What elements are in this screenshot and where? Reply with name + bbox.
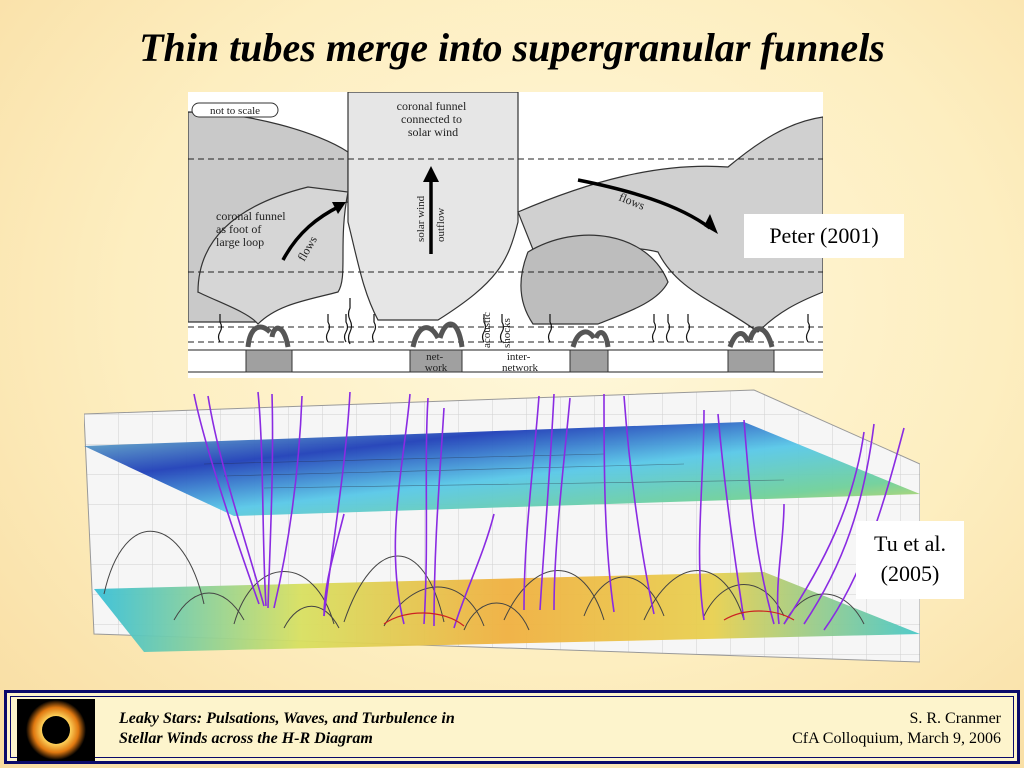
svg-text:inter- network: inter- network: [502, 351, 539, 374]
talk-title: Leaky Stars: Pulsations, Waves, and Turb…: [119, 709, 599, 749]
funnel-shapes: [188, 92, 823, 333]
coronal-funnel-top-line1: coronal funnel: [397, 99, 467, 113]
talk-title-line2: Stellar Winds across the H-R Diagram: [119, 730, 373, 747]
slide-footer: Leaky Stars: Pulsations, Waves, and Turb…: [4, 690, 1020, 764]
acoustic-label: acoustic: [481, 312, 493, 348]
svg-text:coronal funnel as foot o: coronal funnel as foot of large loop: [216, 209, 289, 249]
internetwork-line2: network: [502, 362, 539, 374]
left-foot-funnel: [197, 186, 349, 325]
field-lines: [193, 391, 905, 631]
funnel-diagram: not to scale coronal funnel connected to…: [188, 92, 823, 378]
coronal-funnel-top-line3: solar wind: [408, 125, 458, 139]
tu-simulation-image: [84, 384, 920, 664]
coronal-funnel-top-line2: connected to: [401, 112, 462, 126]
eclipse-icon: [17, 699, 95, 761]
slide-title: Thin tubes merge into supergranular funn…: [139, 25, 885, 70]
footer-inner-border: Leaky Stars: Pulsations, Waves, and Turb…: [10, 696, 1014, 761]
svg-text:net- work: net- work: [425, 351, 448, 374]
tu-label-line2: (2005): [880, 561, 940, 586]
talk-title-line1: Leaky Stars: Pulsations, Waves, and Turb…: [119, 710, 455, 727]
coronal-funnel-foot-line1: coronal funnel: [216, 209, 286, 223]
svg-text:coronal funnel connected: coronal funnel connected to solar wind: [397, 99, 470, 139]
central-funnel: [347, 92, 519, 321]
not-to-scale-label: not to scale: [210, 105, 260, 117]
outflow-label: outflow: [435, 208, 447, 242]
coronal-funnel-foot-line3: large loop: [216, 235, 264, 249]
shocks-label: shocks: [501, 318, 513, 348]
author-name: S. R. Cranmer: [909, 710, 1001, 727]
tu-label-line1: Tu et al.: [874, 531, 946, 556]
photosphere-plane: [94, 572, 920, 652]
peter-2001-label: Peter (2001): [744, 214, 904, 258]
right-loop-funnel: [520, 234, 669, 325]
author-info: S. R. Cranmer CfA Colloquium, March 9, 2…: [792, 709, 1001, 749]
network-line1: net-: [426, 351, 443, 363]
solar-wind-label: solar wind: [415, 195, 427, 242]
acoustic-shock-arrows: [217, 298, 811, 345]
tu-2005-label: Tu et al. (2005): [856, 521, 964, 599]
internetwork-line1: inter-: [507, 351, 531, 363]
network-line2: work: [425, 362, 448, 374]
coronal-funnel-foot-line2: as foot of: [216, 222, 261, 236]
event-date: CfA Colloquium, March 9, 2006: [792, 730, 1001, 747]
